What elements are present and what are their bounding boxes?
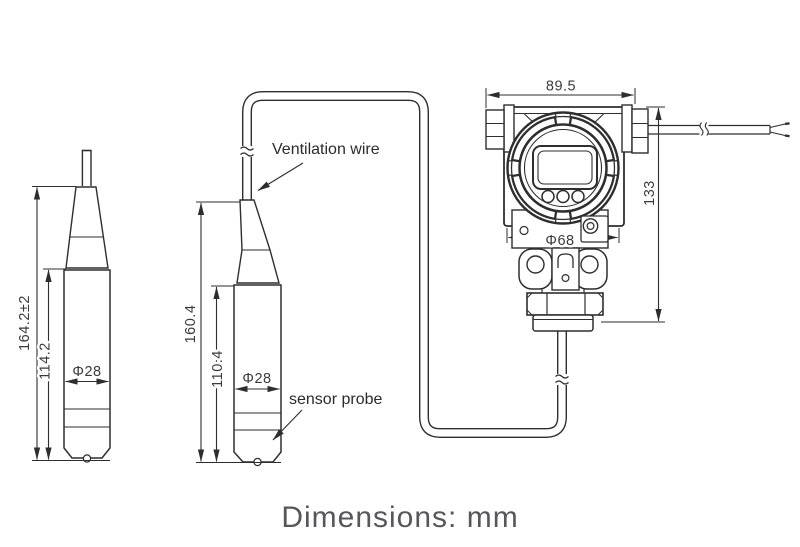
lcd-display bbox=[532, 145, 598, 190]
wire-break-symbol bbox=[699, 122, 709, 137]
caption: Dimensions: mm bbox=[281, 501, 518, 534]
cable-break-symbol bbox=[555, 374, 569, 385]
left-probe-dimensions bbox=[32, 186, 110, 461]
middle-probe bbox=[233, 199, 282, 467]
cable-break-symbol bbox=[240, 146, 254, 157]
dim-middle-probe-body-height: 110.4 bbox=[210, 350, 226, 388]
left-probe bbox=[63, 149, 111, 463]
right-cable-gland bbox=[621, 104, 649, 154]
middle-probe-dimensions bbox=[196, 201, 281, 463]
probe-cone bbox=[65, 186, 109, 269]
dim-middle-probe-total-height: 160.4 bbox=[183, 305, 199, 344]
dim-left-probe-body-height: 114.2 bbox=[38, 342, 54, 380]
transmitter-head bbox=[485, 88, 790, 332]
dim-transmitter-width: 89.5 bbox=[546, 79, 576, 95]
transmitter-width-dimension bbox=[485, 88, 636, 108]
output-wire bbox=[648, 122, 790, 138]
ventilation-wire-leader bbox=[257, 162, 304, 191]
dim-left-probe-diameter: Φ28 bbox=[72, 364, 101, 380]
annotations: Ventilation wire sensor probe bbox=[257, 141, 382, 441]
sensor-probe-leader bbox=[272, 409, 303, 441]
display-buttons bbox=[541, 189, 585, 204]
probe-bottom-hole bbox=[82, 454, 92, 463]
bezel-slot-walls bbox=[507, 113, 619, 223]
grounding-lug bbox=[580, 215, 609, 243]
dim-middle-probe-diameter: Φ28 bbox=[242, 371, 271, 387]
connection-cable bbox=[240, 91, 569, 438]
ventilation-wire-label: Ventilation wire bbox=[272, 141, 380, 158]
transmitter-height-dimension bbox=[601, 106, 665, 323]
probe-body bbox=[63, 269, 111, 459]
probe-cone bbox=[236, 199, 280, 284]
process-connection-nut bbox=[526, 292, 604, 332]
plate-screw bbox=[519, 225, 529, 236]
sensor-probe-label: sensor probe bbox=[289, 391, 382, 408]
left-cable-gland bbox=[485, 104, 515, 153]
dim-transmitter-height: 133 bbox=[642, 180, 658, 206]
dim-bezel-diameter: Φ68 bbox=[545, 233, 574, 249]
mounting-bracket bbox=[518, 247, 608, 293]
dim-left-probe-total-height: 164.2±2 bbox=[17, 295, 33, 351]
